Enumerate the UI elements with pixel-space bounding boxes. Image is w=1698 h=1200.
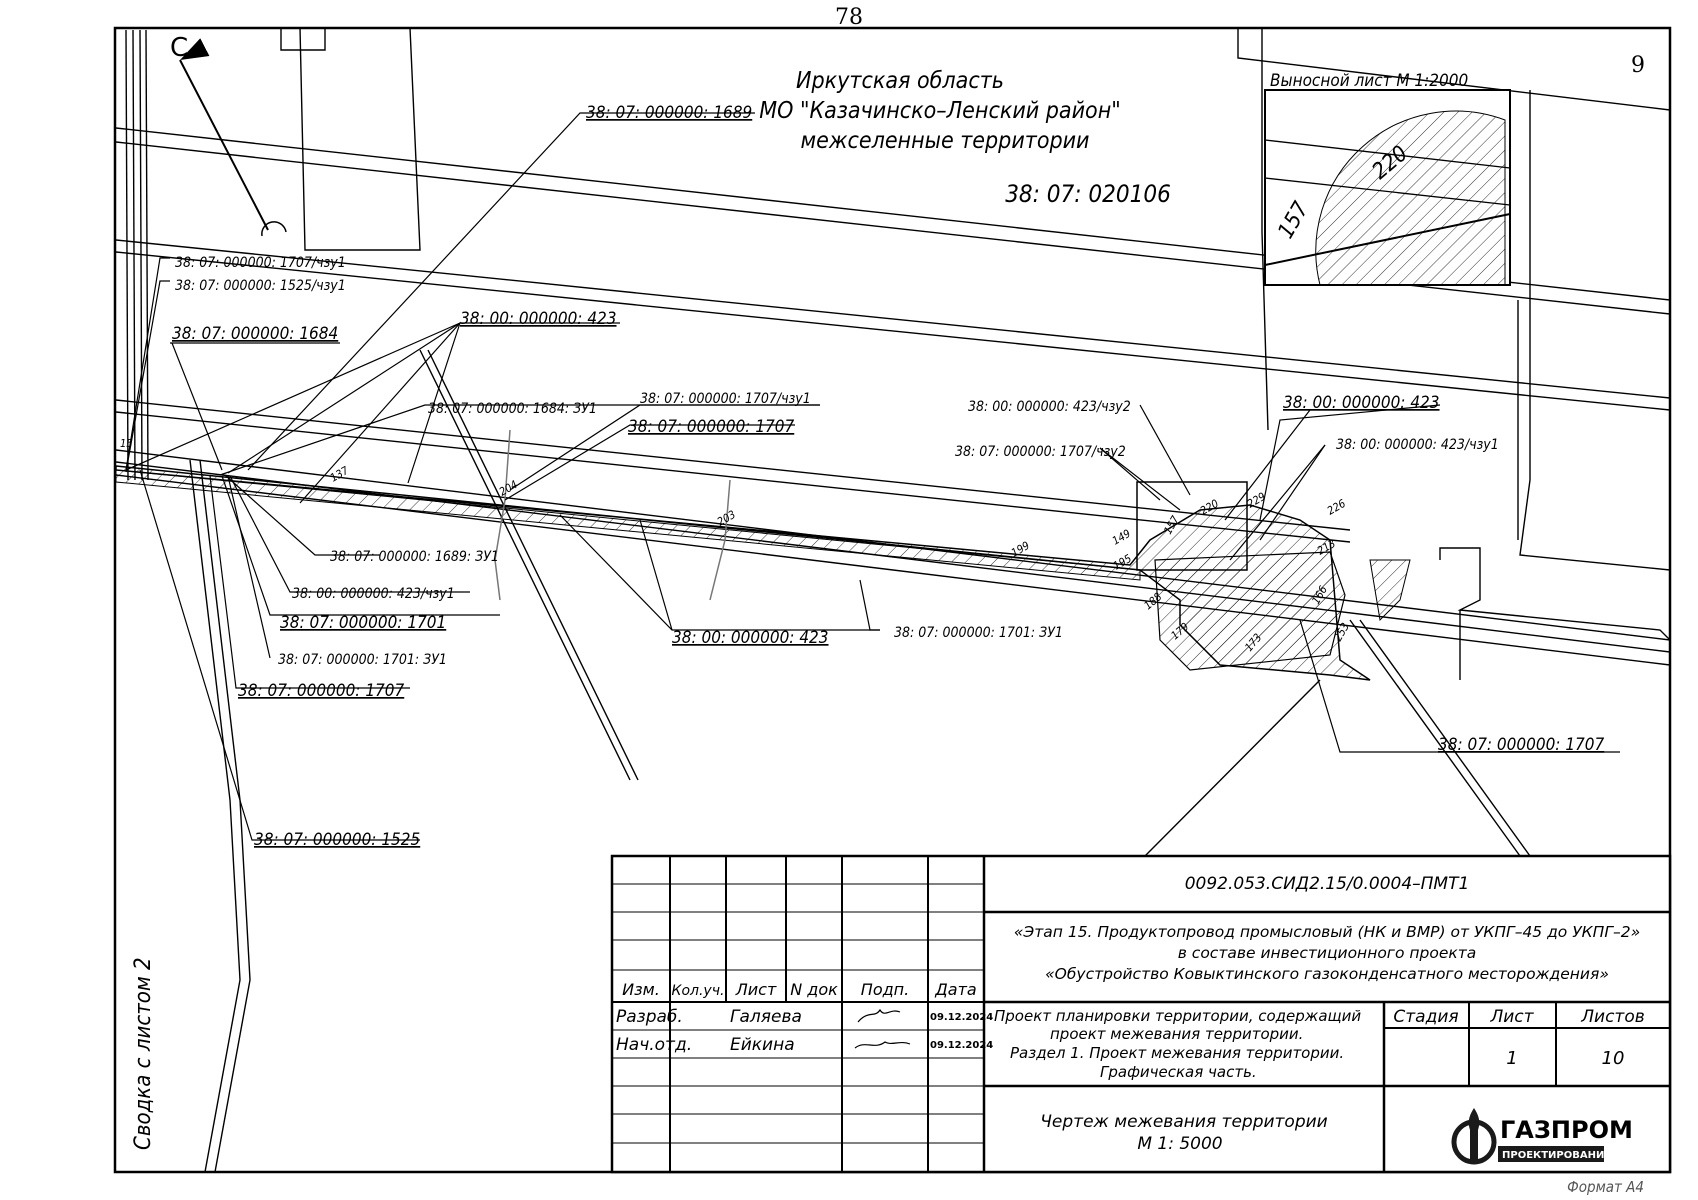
parcel-label: 38: 07: 000000: 1707 <box>1438 735 1605 755</box>
point-number: 204 <box>497 478 520 499</box>
pipeline-corridor <box>115 429 1411 681</box>
title-block <box>610 854 1672 1174</box>
region-line-3: межселенные территории <box>800 128 1089 154</box>
region-line-2: МО "Казачинско–Ленский район" <box>759 98 1121 124</box>
parcel-labels: 38: 07: 000000: 1689 38: 07: 000000: 170… <box>172 103 1605 850</box>
parcel-label: 38: 00: 000000: 423 <box>1283 393 1440 413</box>
logo-text: ГАЗПРОМ <box>1500 1116 1633 1144</box>
date-head: 09.12.2024 <box>930 1040 993 1051</box>
title-block-text: 0092.053.СИД2.15/0.0004–ПМТ1 «Этап 15. П… <box>616 874 1645 1154</box>
header-cell: N док <box>790 980 838 999</box>
parcel-label: 38: 07: 000000: 1525 <box>254 830 420 850</box>
header-cell: Дата <box>934 980 976 999</box>
header-cell: Подп. <box>861 980 909 999</box>
parcel-label: 38: 00: 000000: 423/чзу2 <box>968 399 1131 415</box>
page-number-top: 78 <box>835 5 863 30</box>
name-head: Ейкина <box>730 1035 795 1055</box>
parcel-label: 38: 07: 000000: 1701: ЗУ1 <box>894 625 1063 641</box>
parcel-label: 38: 00: 000000: 423 <box>460 309 617 329</box>
parcel-label: 38: 07: 000000: 1684 <box>172 324 338 344</box>
signature-2-icon <box>854 1041 911 1049</box>
north-arrow-label: С <box>170 33 188 63</box>
role-developed: Разраб. <box>616 1007 683 1027</box>
parcel-label: 38: 00: 000000: 423/чзу1 <box>1336 437 1499 453</box>
inset-title: Выносной лист М 1:2000 <box>1270 71 1468 91</box>
parcel-label: 38: 07: 000000: 1707/чзу1 <box>640 391 811 407</box>
parcel-label: 38: 07: 000000: 1701 <box>280 613 446 633</box>
section-line-3: Раздел 1. Проект межевания территории. <box>1010 1044 1344 1062</box>
drawing-name-line-2: М 1: 5000 <box>1137 1134 1222 1154</box>
project-title-line-1: «Этап 15. Продуктопровод промысловый (НК… <box>1014 923 1640 941</box>
zoom-frame <box>1136 481 1248 571</box>
point-number: 15 <box>120 437 133 450</box>
parcel-label: 38: 07: 000000: 1701: ЗУ1 <box>278 652 447 668</box>
project-title-line-3: «Обустройство Ковыктинского газоконденса… <box>1045 965 1609 983</box>
doc-code: 0092.053.СИД2.15/0.0004–ПМТ1 <box>1185 874 1470 894</box>
signature-1-icon <box>857 1008 901 1023</box>
stage-header: Стадия <box>1393 1007 1458 1027</box>
parcel-label: 38: 07: 000000: 1525/чзу1 <box>175 278 346 294</box>
logo-subtext: ПРОЕКТИРОВАНИЕ <box>1502 1150 1611 1161</box>
parcel-label: 38: 07: 000000: 1707 <box>628 417 795 437</box>
parcel-label: 38: 07: 000000: 1684: ЗУ1 <box>428 401 597 417</box>
north-arrow-icon <box>179 38 269 231</box>
parcel-label: 38: 07: 000000: 1689 <box>586 103 752 123</box>
date-developed: 09.12.2024 <box>930 1012 993 1023</box>
map-linework <box>115 27 1671 1173</box>
north-arrow-base-icon <box>261 221 287 237</box>
parcel-label: 38: 00: 000000: 423/чзу1 <box>292 586 455 602</box>
inset-sheet: 157 220 <box>1264 89 1511 286</box>
sheet-value: 1 <box>1506 1048 1517 1069</box>
header-cell: Лист <box>735 980 777 999</box>
sheets-header: Листов <box>1580 1007 1645 1027</box>
role-head: Нач.отд. <box>616 1035 692 1055</box>
parcel-label: 38: 00: 000000: 423 <box>672 628 829 648</box>
parcel-label: 38: 07: 000000: 1689: ЗУ1 <box>330 549 499 565</box>
sheets-value: 10 <box>1602 1048 1625 1069</box>
parcel-label: 38: 07: 000000: 1707/чзу2 <box>955 444 1126 460</box>
format-label: Формат А4 <box>1567 1178 1644 1196</box>
point-number: 226 <box>1325 497 1348 518</box>
project-title-line-2: в составе инвестиционного проекта <box>1178 944 1477 962</box>
gazprom-logo: ГАЗПРОМ ПРОЕКТИРОВАНИЕ <box>1451 1108 1633 1165</box>
header-cell: Изм. <box>622 980 660 999</box>
sheet-number: 9 <box>1631 53 1645 78</box>
name-developed: Галяева <box>730 1007 802 1027</box>
sheet-header: Лист <box>1489 1007 1534 1027</box>
quarter-number: 38: 07: 020106 <box>1005 180 1171 208</box>
side-note: Сводка с листом 2 <box>131 957 156 1150</box>
parcel-label: 38: 07: 000000: 1707 <box>238 681 405 701</box>
section-line-1: Проект планировки территории, содержащий <box>994 1007 1361 1025</box>
header-cell: Кол.уч. <box>672 983 725 999</box>
parcel-label: 38: 07: 000000: 1707/чзу1 <box>175 255 346 271</box>
leader-lines <box>125 112 1620 841</box>
drawing-name-line-1: Чертеж межевания территории <box>1040 1112 1327 1132</box>
section-line-2: проект межевания территории. <box>1050 1025 1303 1043</box>
region-line-1: Иркутская область <box>796 68 1004 94</box>
section-line-4: Графическая часть. <box>1100 1063 1257 1081</box>
point-number: 149 <box>1110 527 1133 548</box>
